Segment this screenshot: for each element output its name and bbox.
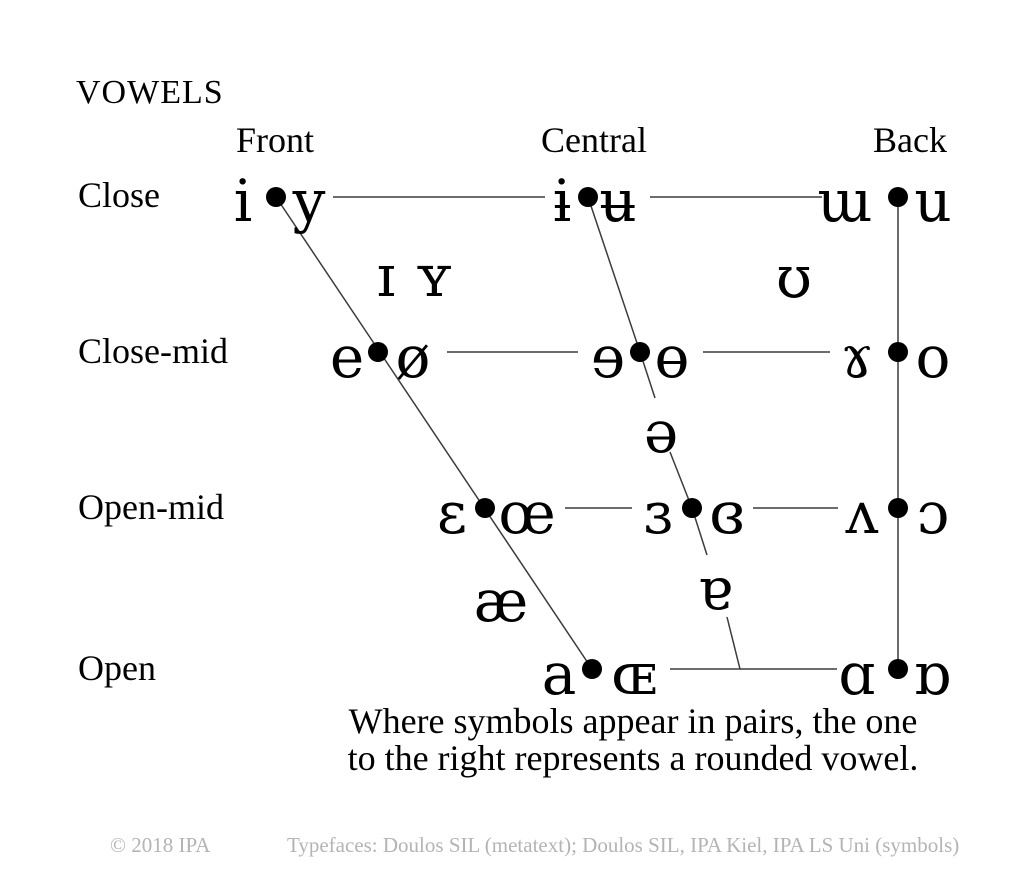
vowel-symbol: ɞ [709, 479, 745, 547]
row-label-close: Close [78, 175, 161, 215]
vowel-symbol: o [915, 323, 951, 391]
vowel-symbol: ʏ [414, 242, 454, 310]
pair-dot [888, 187, 908, 207]
vowel-symbol: ɤ [840, 323, 874, 391]
vowel-symbol: ɒ [913, 640, 951, 708]
pair-dot [266, 187, 286, 207]
vowel-symbol: ø [395, 323, 431, 391]
column-header-back: Back [873, 120, 947, 160]
vowel-symbol: ɜ [643, 479, 673, 547]
footer-typefaces: Typefaces: Doulos SIL (metatext); Doulos… [287, 833, 960, 857]
pair-dot [630, 342, 650, 362]
vowel-symbol: i [233, 167, 253, 235]
vowel-symbol: ɔ [916, 479, 950, 547]
pairs-note: Where symbols appear in pairs, the one t… [348, 703, 919, 777]
vowel-symbol: ʊ [776, 243, 812, 311]
pair-dot [582, 659, 602, 679]
column-header-front: Front [235, 120, 315, 160]
vowel-symbol: ɨ [552, 167, 572, 235]
vowel-symbol: ə [643, 398, 679, 466]
vowel-symbol: u [914, 167, 952, 235]
row-label-close-mid: Close-mid [78, 331, 228, 371]
pairs-note-line1: Where symbols appear in pairs, the one [348, 701, 918, 741]
pair-dot [475, 498, 495, 518]
vowel-symbol: ɘ [590, 323, 626, 391]
vowel-symbol: ʌ [845, 479, 879, 547]
pair-dot [368, 342, 388, 362]
footer-copyright: © 2018 IPA [110, 833, 211, 857]
row-label-open-mid: Open-mid [78, 487, 224, 527]
chart-line [726, 616, 741, 670]
pair-dot [888, 498, 908, 518]
row-label-open: Open [78, 648, 156, 688]
vowel-symbol: ɵ [654, 323, 690, 391]
vowel-symbol: ɑ [838, 640, 876, 708]
vowel-symbol: ʉ [599, 167, 637, 235]
vowel-symbol: œ [498, 479, 556, 547]
pair-dot [888, 342, 908, 362]
vowel-symbol: y [292, 167, 326, 235]
vowel-symbol: a [541, 640, 577, 708]
pair-dot [578, 187, 598, 207]
vowel-symbol: ɐ [697, 555, 733, 623]
vowel-symbol: ɶ [611, 640, 657, 708]
column-header-central: Central [541, 120, 647, 160]
chart-line [669, 451, 693, 509]
vowel-symbol: æ [473, 567, 529, 635]
vowel-symbol: ɛ [436, 479, 468, 547]
vowel-symbol: ɪ [376, 242, 396, 310]
pairs-note-line2: to the right represents a rounded vowel. [347, 738, 919, 778]
pair-dot [888, 659, 908, 679]
chart-line [275, 196, 593, 670]
vowel-symbol: e [329, 323, 365, 391]
vowel-symbol: ɯ [817, 167, 873, 235]
pair-dot [682, 498, 702, 518]
page-title: VOWELS [76, 74, 224, 111]
chart-line [587, 196, 641, 353]
